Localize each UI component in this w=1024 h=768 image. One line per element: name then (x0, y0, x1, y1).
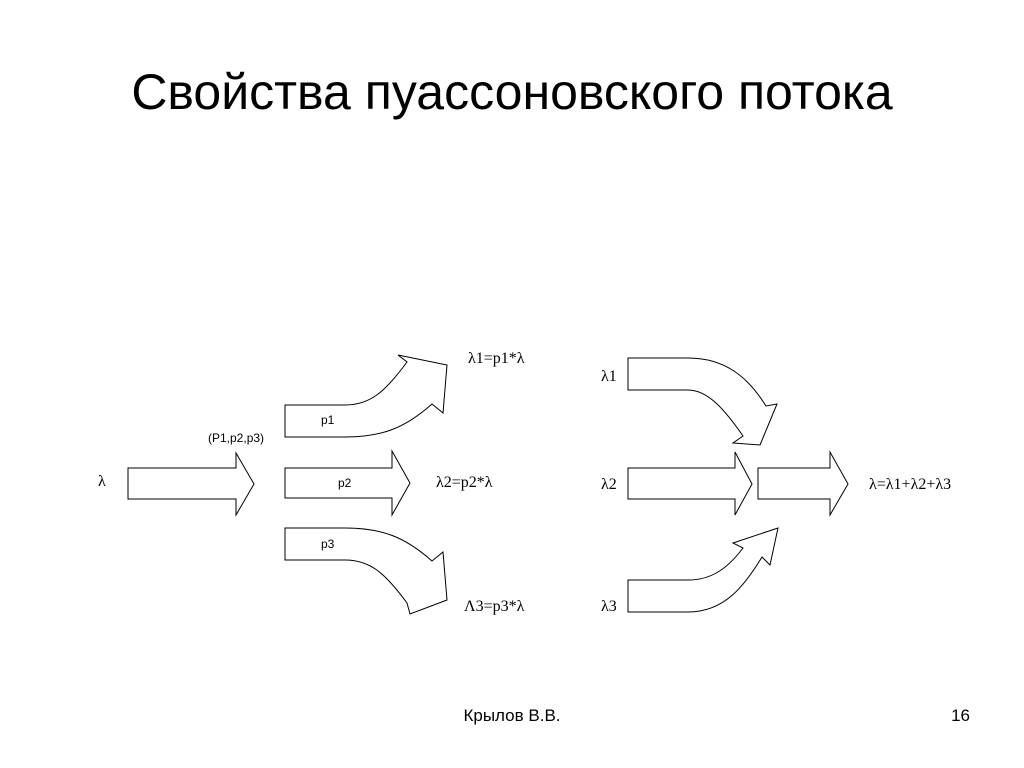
output-label-2: λ2=p2*λ (436, 474, 493, 491)
merge-result-label: λ=λ1+λ2+λ3 (869, 476, 951, 493)
branch-p1-arrow (284, 354, 448, 438)
merge-input-label-2: λ2 (601, 476, 617, 493)
input-label: λ (98, 473, 106, 490)
branch-p2-label: p2 (338, 476, 352, 490)
branch-p3-label: p3 (321, 537, 335, 551)
branch-p3-arrow (284, 527, 448, 615)
input-flow-arrow (127, 451, 255, 517)
merge-l2-arrow (627, 451, 753, 516)
footer-author: Крылов В.В. (463, 706, 561, 725)
result-flow-arrow (757, 450, 849, 517)
merge-input-label-3: λ3 (601, 598, 617, 615)
page-number: 16 (951, 706, 970, 725)
slide-title: Свойства пуассоновского потока (131, 64, 893, 120)
merge-l1-arrow (627, 357, 778, 446)
branch-p2-arrow (284, 449, 411, 517)
output-label-1: λ1=p1*λ (468, 350, 525, 367)
merge-input-label-1: λ1 (601, 368, 617, 385)
merge-l3-arrow (627, 527, 779, 613)
output-label-3: Λ3=p3*λ (464, 598, 525, 615)
branch-p1-label: p1 (321, 413, 335, 427)
split-label: (P1,p2,p3) (208, 431, 264, 445)
